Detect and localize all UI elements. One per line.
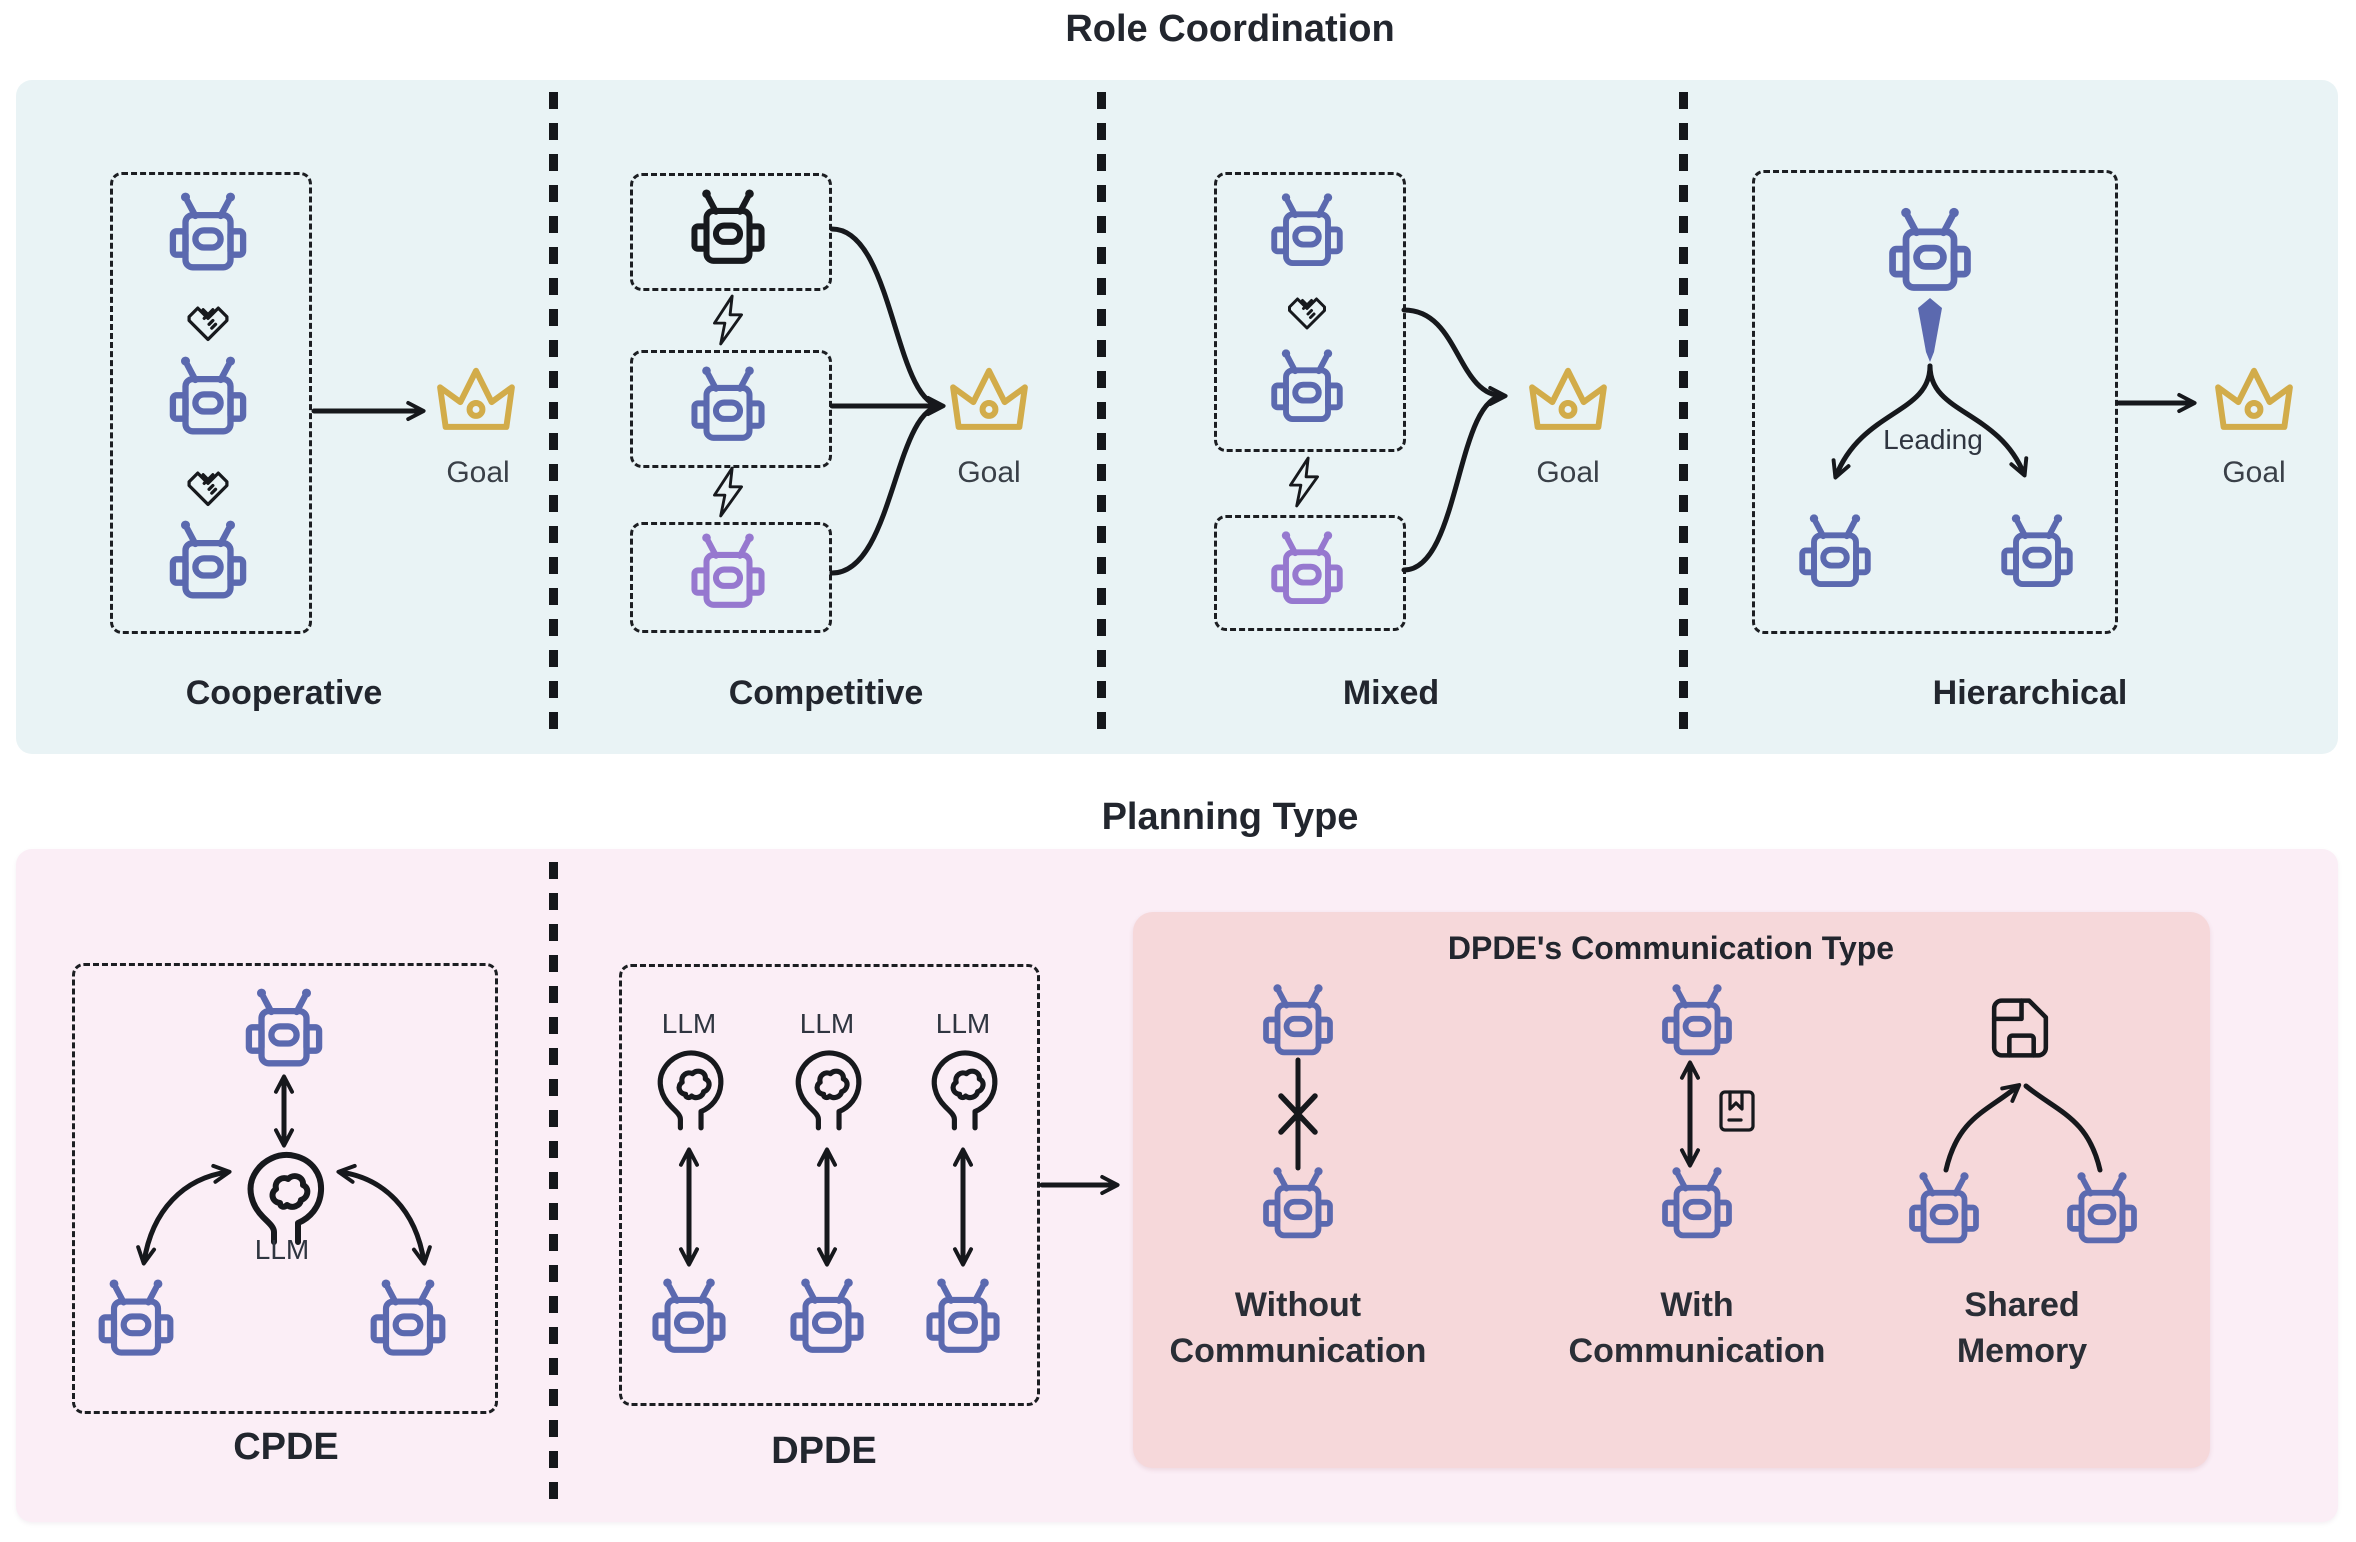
handshake-heart-icon [1282, 285, 1332, 335]
robot-icon [1257, 1164, 1339, 1246]
competitive-label: Competitive [728, 674, 924, 712]
without-communication-label-line1: Without [1234, 1286, 1362, 1324]
robot-icon [685, 363, 771, 449]
brain-head-icon [234, 1148, 334, 1248]
curved-bidirectional-arrow [336, 1163, 432, 1266]
robot-icon [163, 189, 253, 279]
robot-icon [92, 1276, 180, 1364]
competitive-agent-box [630, 173, 832, 291]
llm-label: LLM [799, 1008, 855, 1039]
leading-label: Leading [1883, 424, 1983, 455]
arrow-to-goal [311, 400, 426, 422]
robot-icon [2061, 1169, 2143, 1251]
crown-icon [1522, 357, 1614, 449]
shared-memory-label-line2: Memory [1956, 1332, 2088, 1370]
role-coordination-title: Role Coordination [1065, 8, 1395, 50]
brain-head-icon [646, 1047, 732, 1133]
goal-label: Goal [2222, 456, 2286, 489]
with-communication-label-line1: With [1660, 1286, 1734, 1324]
goal-label: Goal [446, 456, 510, 489]
brain-head-icon [920, 1047, 1006, 1133]
llm-label: LLM [935, 1008, 991, 1039]
robot-icon [1257, 981, 1339, 1063]
crown-icon [2208, 357, 2300, 449]
goal-label: Goal [1536, 456, 1600, 489]
cooperative-group-box [110, 172, 312, 634]
robot-icon [784, 1275, 870, 1361]
hierarchical-label: Hierarchical [1932, 674, 2128, 712]
robot-icon [239, 985, 329, 1075]
robot-icon [920, 1275, 1006, 1361]
lightning-bolt-icon [1278, 456, 1330, 508]
competitive-agent-box [630, 522, 832, 633]
bidirectional-arrow [273, 1074, 295, 1148]
mixed-label: Mixed [1342, 674, 1440, 712]
robot-icon [1656, 981, 1738, 1063]
memo-message-icon [1712, 1086, 1762, 1136]
competitive-agent-box [630, 350, 832, 468]
hierarchical-group-box [1752, 170, 2118, 634]
curved-bidirectional-arrow [136, 1163, 232, 1266]
robot-icon [364, 1276, 452, 1364]
planning-type-title: Planning Type [1101, 796, 1359, 838]
mixed-competitor-box [1214, 515, 1406, 631]
robot-icon [1265, 190, 1349, 274]
blocked-x-icon [1278, 1057, 1318, 1171]
robot-icon [1265, 528, 1349, 612]
robot-icon [685, 186, 771, 272]
cpde-label: CPDE [233, 1426, 339, 1468]
robot-icon [163, 517, 253, 607]
with-communication-label-line2: Communication [1568, 1332, 1826, 1370]
leader-tie-icon [1910, 296, 1950, 364]
leader-robot-icon [1882, 204, 1978, 300]
cooperative-label: Cooperative [185, 674, 383, 712]
robot-icon [646, 1275, 732, 1361]
arrow-to-goal [2116, 392, 2197, 414]
bidirectional-arrow [1679, 1060, 1701, 1168]
divider-cpde-dpde [549, 862, 558, 1510]
robot-icon [1656, 1164, 1738, 1246]
lightning-bolt-icon [702, 294, 754, 346]
robot-icon [1265, 346, 1349, 430]
robot-icon [1793, 511, 1877, 595]
converging-arrows [1401, 307, 1508, 573]
robot-icon [1995, 511, 2079, 595]
bidirectional-arrow [952, 1147, 974, 1267]
divider-comp-mixed [1097, 92, 1106, 742]
robot-icon [163, 353, 253, 443]
crown-icon [430, 357, 522, 449]
converging-arrows [829, 226, 946, 576]
goal-label: Goal [957, 456, 1021, 489]
llm-label: LLM [254, 1234, 310, 1265]
shared-memory-label-line1: Shared [1964, 1286, 2080, 1324]
arrow-to-communication-panel [1039, 1174, 1120, 1196]
divider-mixed-hier [1679, 92, 1688, 742]
dpde-box [619, 964, 1040, 1406]
divider-coop-comp [549, 92, 558, 742]
robot-icon [685, 530, 771, 616]
without-communication-label-line2: Communication [1169, 1332, 1427, 1370]
handshake-heart-icon [181, 458, 235, 512]
crown-icon [943, 357, 1035, 449]
floppy-disk-icon [1982, 990, 2058, 1066]
bidirectional-arrow [678, 1147, 700, 1267]
dpde-label: DPDE [771, 1430, 877, 1472]
bidirectional-arrow [816, 1147, 838, 1267]
cpde-box [72, 963, 498, 1414]
handshake-heart-icon [181, 293, 235, 347]
robot-icon [1903, 1169, 1985, 1251]
communication-type-title: DPDE's Communication Type [1447, 930, 1895, 966]
merge-arrows-to-memory [1943, 1083, 2103, 1173]
brain-head-icon [784, 1047, 870, 1133]
llm-label: LLM [661, 1008, 717, 1039]
role-coordination-panel [16, 80, 2338, 754]
leading-split-arrows [1831, 363, 2029, 480]
lightning-bolt-icon [702, 466, 754, 518]
